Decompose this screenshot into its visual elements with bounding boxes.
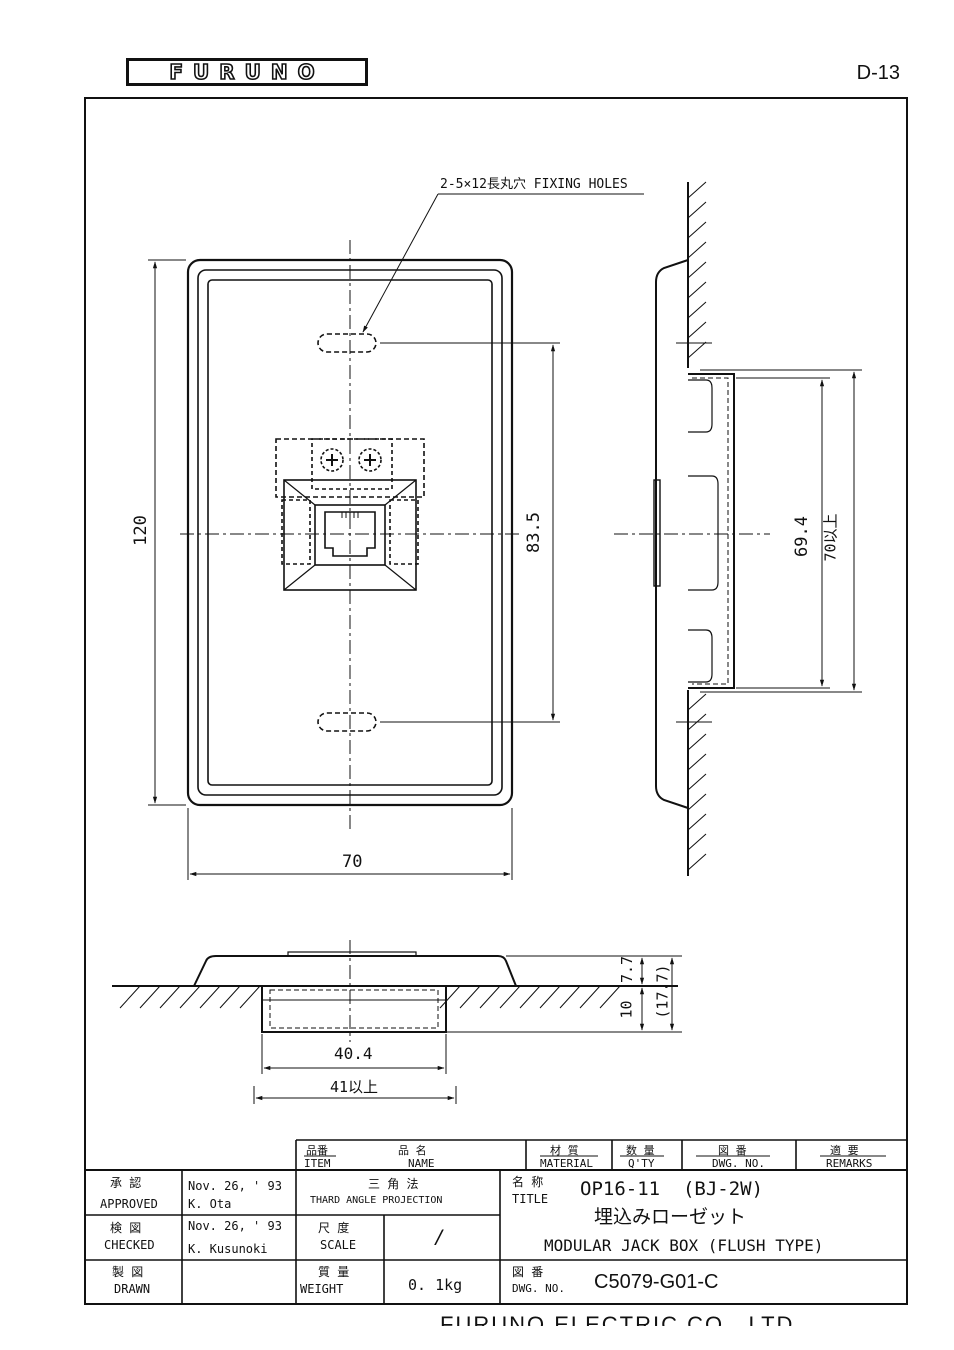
furuno-logo: FURUNO [126,58,368,86]
dim-41-min: 41以上 [330,1078,379,1096]
dim-17-7: (17.7) [653,964,672,1019]
checked-date: Nov. 26, ' 93 [188,1219,282,1233]
drawn-en: DRAWN [114,1282,151,1296]
dim-10: 10 [617,1000,636,1019]
side-view [614,181,862,876]
hdr-item-jp: 品番 [306,1144,328,1157]
approved-name: K. Ota [188,1197,232,1211]
approved-en: APPROVED [100,1197,158,1211]
dim-hole-pitch: 83.5 [523,512,544,553]
title-block [86,1139,908,1304]
title-en: MODULAR JACK BOX (FLUSH TYPE) [544,1236,824,1255]
hdr-item-en: ITEM [304,1157,331,1170]
weight-en: WEIGHT [300,1282,344,1296]
hdr-qty-jp: 数 量 [626,1144,655,1157]
hdr-remarks-en: REMARKS [826,1157,873,1170]
fixing-holes-leader [362,193,644,333]
hdr-material-jp: 材 質 [550,1144,579,1157]
hdr-name-en: NAME [408,1157,435,1170]
dim-height-120: 120 [130,515,151,546]
checked-jp: 検 図 [110,1221,142,1235]
approved-date: Nov. 26, ' 93 [188,1179,282,1193]
bottom-view [112,940,682,1104]
weight-jp: 質 量 [318,1265,350,1279]
callout-fixing-holes: 2-5×12長丸穴 FIXING HOLES [440,177,628,192]
dwgno-value: C5079-G01-C [594,1271,719,1293]
dwgno-en-label: DWG. NO. [512,1282,565,1295]
hdr-qty-en: Q'TY [628,1157,655,1170]
approved-jp: 承 認 [110,1176,142,1190]
dim-40-4: 40.4 [334,1044,373,1063]
weight-value: 0. 1kg [408,1276,463,1294]
title-model: OP16-11 (BJ-2W) [580,1178,764,1200]
drawing-frame [84,97,908,1305]
dim-width-70: 70 [342,852,363,872]
page-number: D-13 [856,62,900,84]
projection-jp: 三 角 法 [368,1177,419,1191]
projection-en: THARD ANGLE PROJECTION [310,1195,443,1206]
checked-name: K. Kusunoki [188,1242,268,1256]
dwgno-jp-label: 図 番 [512,1265,544,1279]
dim-7-7: 7.7 [618,955,637,984]
scale-en: SCALE [320,1238,357,1252]
scale-jp: 尺 度 [318,1221,350,1235]
hdr-dwg-en: DWG. NO. [712,1157,765,1170]
title-en-label: TITLE [512,1192,549,1206]
front-view [148,240,560,880]
title-jp: 埋込みローゼット [594,1206,747,1228]
hdr-dwg-jp: 図 番 [718,1144,747,1157]
title-jp-label: 名 称 [512,1175,544,1189]
hdr-name-jp: 品 名 [398,1144,427,1157]
drawn-jp: 製 図 [112,1265,144,1279]
dim-side-70-min: 70以上 [821,513,840,562]
hdr-remarks-jp: 適 要 [830,1144,859,1157]
checked-en: CHECKED [104,1238,155,1252]
dim-side-69-4: 69.4 [791,516,812,557]
hdr-material-en: MATERIAL [540,1157,593,1170]
scale-value: / [434,1226,446,1248]
company-name: FURUNO ELECTRIC CO., LTD. [440,1312,803,1326]
